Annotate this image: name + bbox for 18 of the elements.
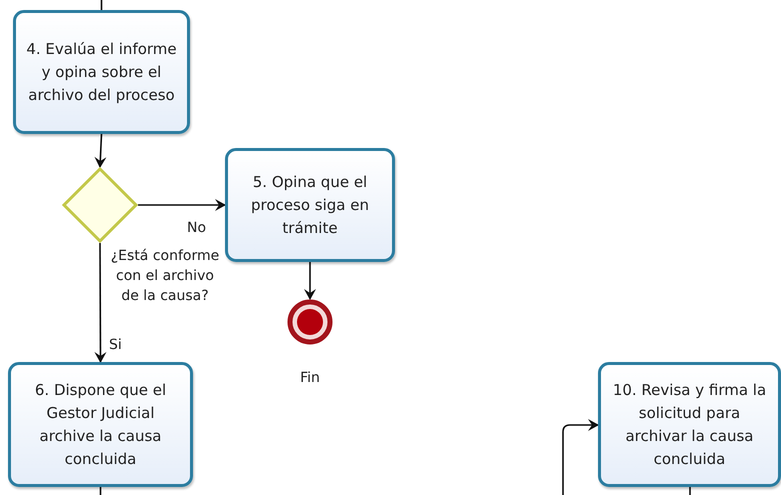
- arrow: [94, 134, 106, 168]
- event-label: Fin: [299, 369, 321, 388]
- task-text: 10. Revisa y firma la solicitud para archivar la causa concluida: [612, 380, 768, 470]
- question-text: ¿Está conforme con el archivo de la causa?: [110, 247, 220, 306]
- arrow: [138, 199, 226, 211]
- arrow: [94, 243, 106, 363]
- arrow: [562, 419, 599, 495]
- task-text: 5. Opina que el proceso siga en trámite: [250, 172, 370, 238]
- connector-line: [689, 487, 691, 495]
- task-text: 6. Dispone que el Gestor Judicial archive la causa concluida: [34, 380, 168, 470]
- arrow: [304, 262, 316, 300]
- task-box: [8, 362, 193, 487]
- task-box: [13, 10, 190, 134]
- task-box: [598, 362, 781, 487]
- task-text: 4. Evalúa el informe y opina sobre el archivo del proceso: [25, 38, 178, 106]
- connector-line: [100, 0, 102, 10]
- connector-line: [100, 487, 102, 495]
- task-box: [225, 148, 395, 262]
